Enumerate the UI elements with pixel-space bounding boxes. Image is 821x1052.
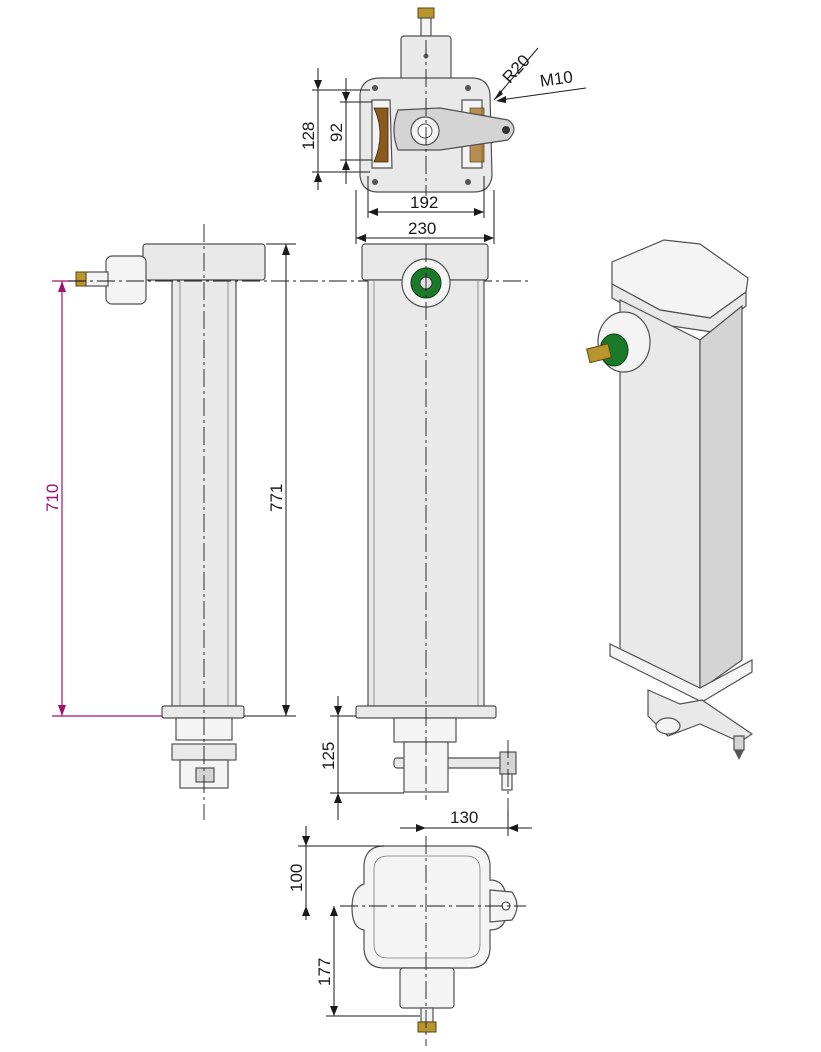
dim-arrow-icon [330, 906, 338, 916]
r20-arrow-icon [494, 90, 503, 100]
dim-arrow-icon [508, 824, 518, 832]
side-valve [195, 767, 215, 783]
dim-771-label: 771 [267, 484, 286, 512]
lever-tip-hole-icon [502, 126, 510, 134]
screw-hole-icon [372, 179, 378, 185]
side-view: 710 771 [43, 224, 296, 820]
dim-arrow-icon [302, 906, 310, 916]
top-fitting-stem [420, 17, 432, 37]
dim-92-label: 92 [327, 123, 346, 142]
bottom-fitting-icon [417, 1021, 437, 1033]
dim-arrow-icon [314, 172, 322, 182]
bottom-port [399, 967, 455, 1009]
r20-label: R20 [499, 51, 534, 87]
iso-fitting-icon [586, 343, 613, 364]
dim-arrow-icon [484, 234, 494, 242]
top-center-hole-icon [417, 123, 433, 139]
iso-base-flange [609, 643, 753, 703]
bottom-housing [351, 845, 507, 969]
dim-arrow-icon [416, 824, 426, 832]
iso-lever-tip-icon [734, 750, 744, 760]
screw-hole-icon [465, 179, 471, 185]
side-base-flange [161, 705, 245, 719]
front-lever-pin [501, 773, 513, 791]
dim-177-label: 177 [315, 958, 334, 986]
dim-130-label: 130 [450, 808, 478, 827]
dim-arrow-icon [342, 92, 350, 102]
dim-arrow-icon [474, 208, 484, 216]
dim-125-label: 125 [319, 742, 338, 770]
bottom-inner-outline [373, 855, 481, 959]
dim-arrow-icon [330, 1006, 338, 1016]
dim-arrow-icon [282, 244, 290, 255]
dim-arrow-icon [58, 705, 66, 716]
dim-arrow-icon [282, 705, 290, 716]
dim-arrow-icon [356, 234, 366, 242]
side-port-nozzle [85, 271, 109, 287]
dim-arrow-icon [302, 836, 310, 846]
m10-leader [499, 87, 587, 101]
m10-arrow-icon [496, 96, 506, 103]
screw-hole-icon [372, 85, 378, 91]
dim-arrow-icon [368, 208, 378, 216]
iso-lower-stub [655, 717, 681, 735]
side-fitting-icon [75, 271, 87, 287]
screw-hole-icon [465, 85, 471, 91]
dim-710-label: 710 [43, 484, 62, 512]
dim-100-label: 100 [287, 864, 306, 892]
bottom-view: 100 177 [287, 826, 526, 1046]
top-fitting-icon [417, 7, 435, 19]
iso-lever-pin [733, 735, 745, 751]
top-view: R20 M10 128 92 192 230 [299, 7, 587, 244]
bottom-port-stem [420, 1007, 434, 1023]
dim-230-label: 230 [408, 219, 436, 238]
isometric-view [586, 239, 754, 760]
dim-arrow-icon [314, 80, 322, 90]
front-view: 125 130 [319, 243, 532, 836]
dim-arrow-icon [342, 160, 350, 170]
dim-128-label: 128 [299, 122, 318, 150]
dim-192-label: 192 [410, 193, 438, 212]
m10-label: M10 [539, 67, 574, 90]
left-brush-icon [373, 107, 389, 163]
front-lower-block [393, 717, 457, 743]
r20-leader [493, 47, 539, 101]
dim-arrow-icon [334, 706, 342, 716]
iso-body-right [699, 304, 743, 692]
dim-arrow-icon [58, 281, 66, 292]
side-port-housing [105, 255, 147, 305]
dim-arrow-icon [334, 793, 342, 803]
